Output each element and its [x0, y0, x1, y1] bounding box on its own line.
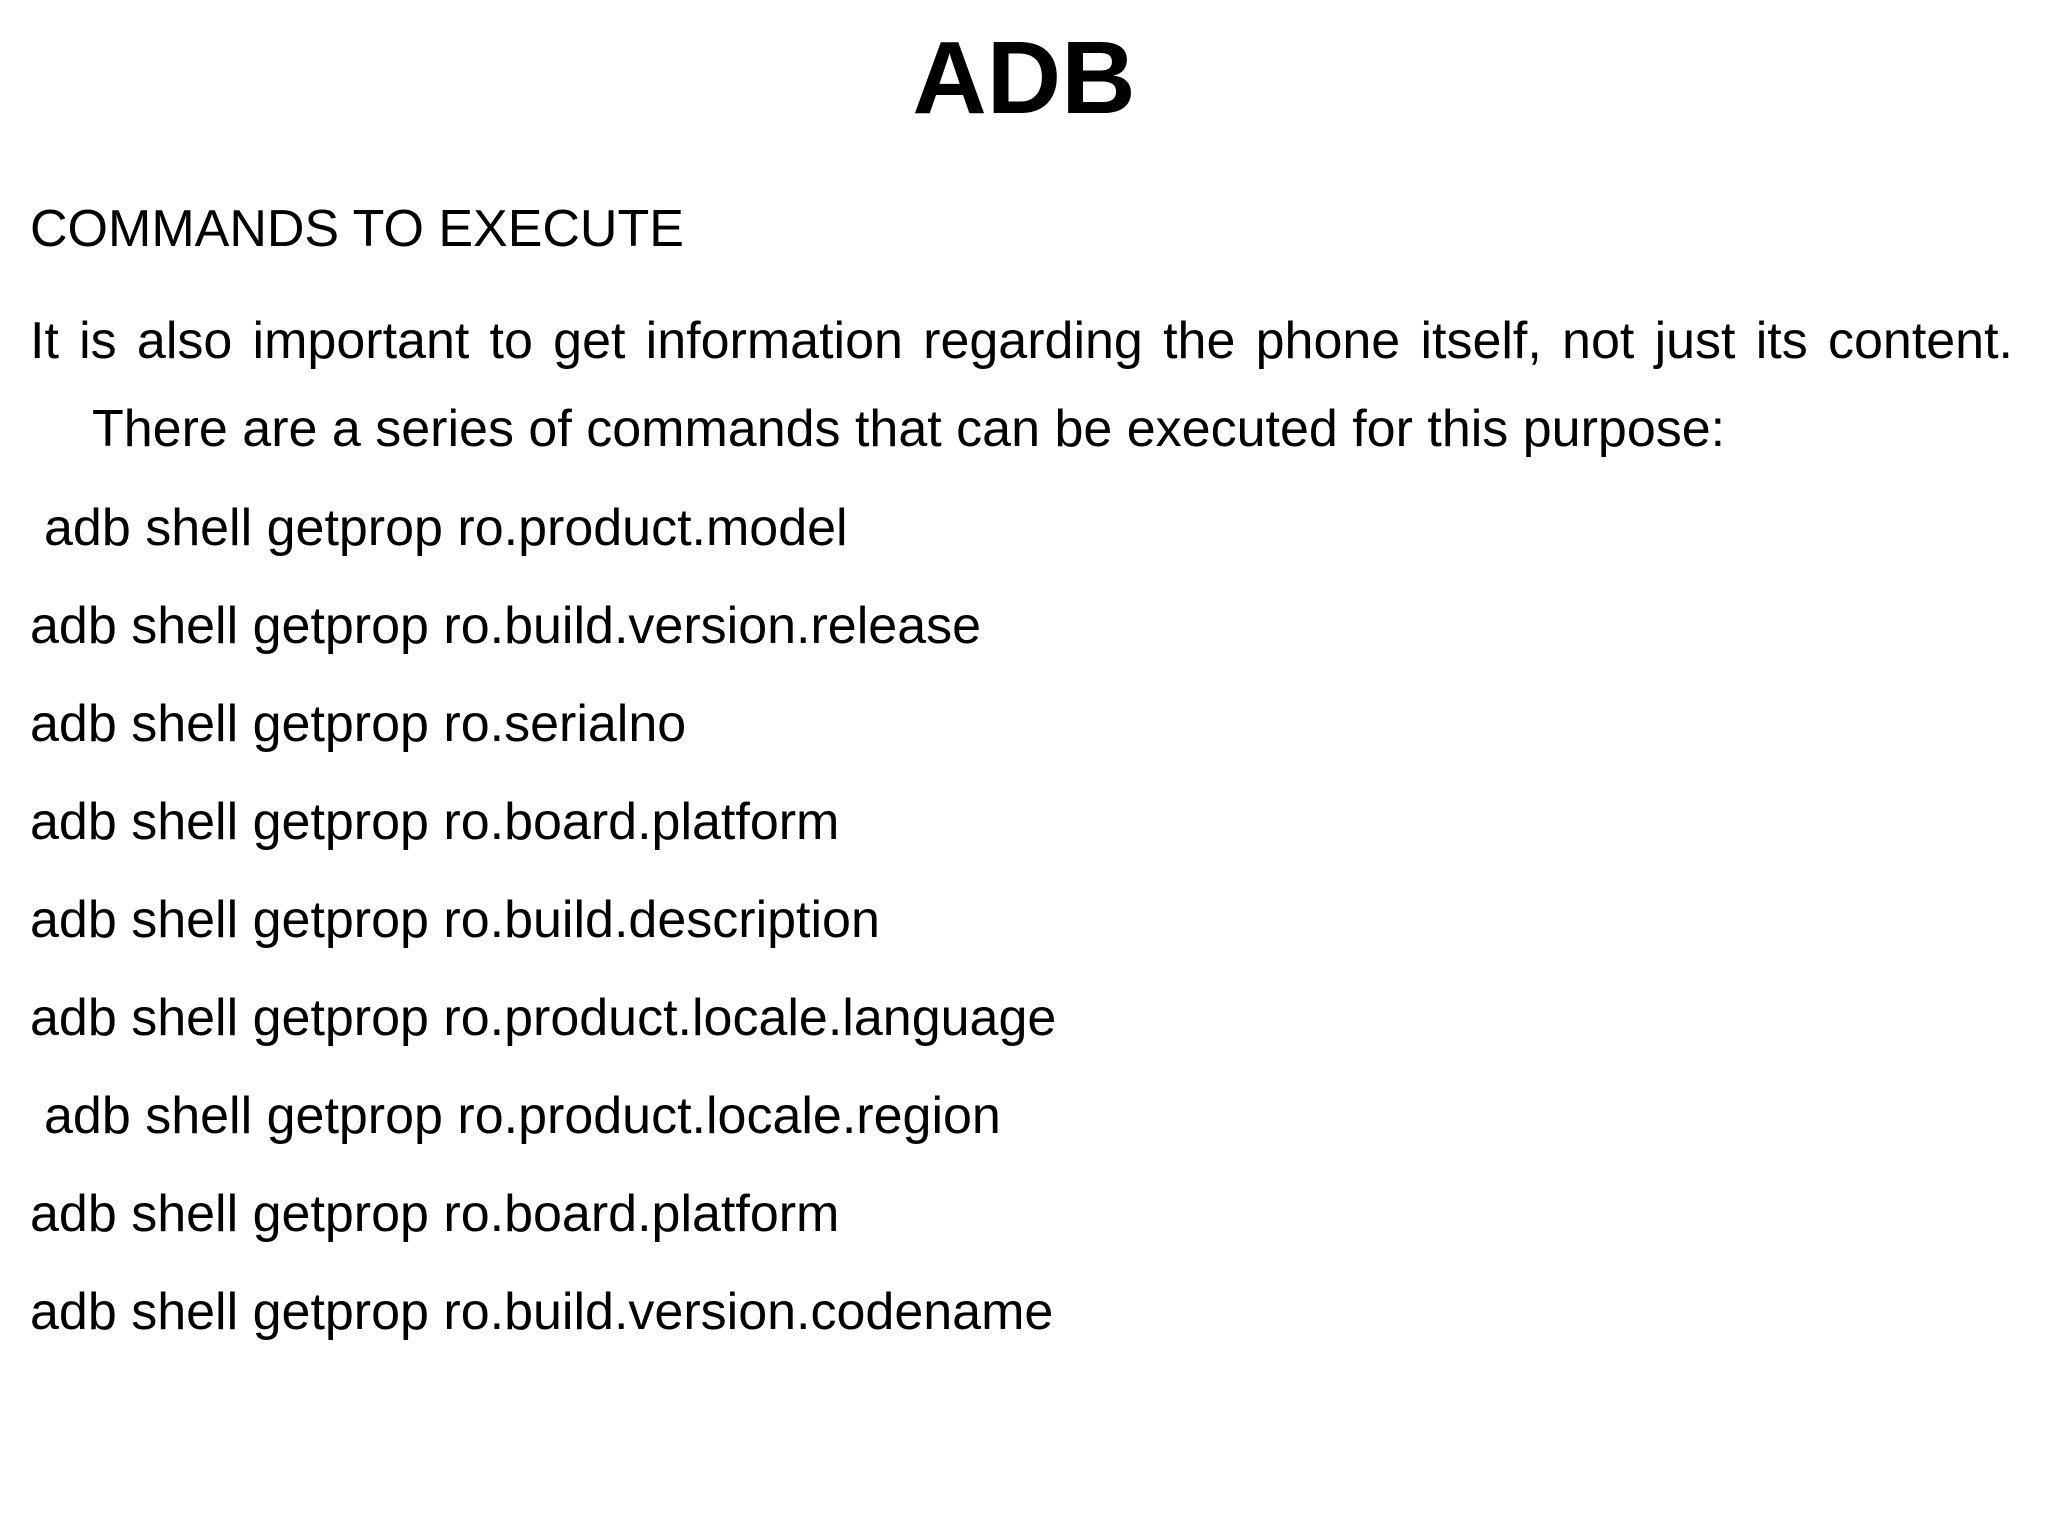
- command-line: adb shell getprop ro.product.model: [44, 499, 848, 558]
- command-line: adb shell getprop ro.board.platform: [30, 793, 840, 852]
- command-line: adb shell getprop ro.build.version.relea…: [30, 597, 982, 656]
- command-line: adb shell getprop ro.product.locale.regi…: [44, 1087, 1001, 1146]
- section-heading: COMMANDS TO EXECUTE: [30, 200, 684, 259]
- command-line: adb shell getprop ro.build.description: [30, 891, 880, 950]
- command-line: adb shell getprop ro.product.locale.lang…: [30, 989, 1057, 1048]
- page-title: ADB: [912, 20, 1136, 135]
- command-line: adb shell getprop ro.build.version.coden…: [30, 1283, 1054, 1342]
- slide-content: COMMANDS TO EXECUTE It is also important…: [0, 203, 2048, 1361]
- command-list: adb shell getprop ro.product.model adb s…: [30, 479, 2013, 1361]
- intro-paragraph: It is also important to get information …: [30, 312, 2013, 459]
- command-line: adb shell getprop ro.board.platform: [30, 1185, 840, 1244]
- command-line: adb shell getprop ro.serialno: [30, 695, 687, 754]
